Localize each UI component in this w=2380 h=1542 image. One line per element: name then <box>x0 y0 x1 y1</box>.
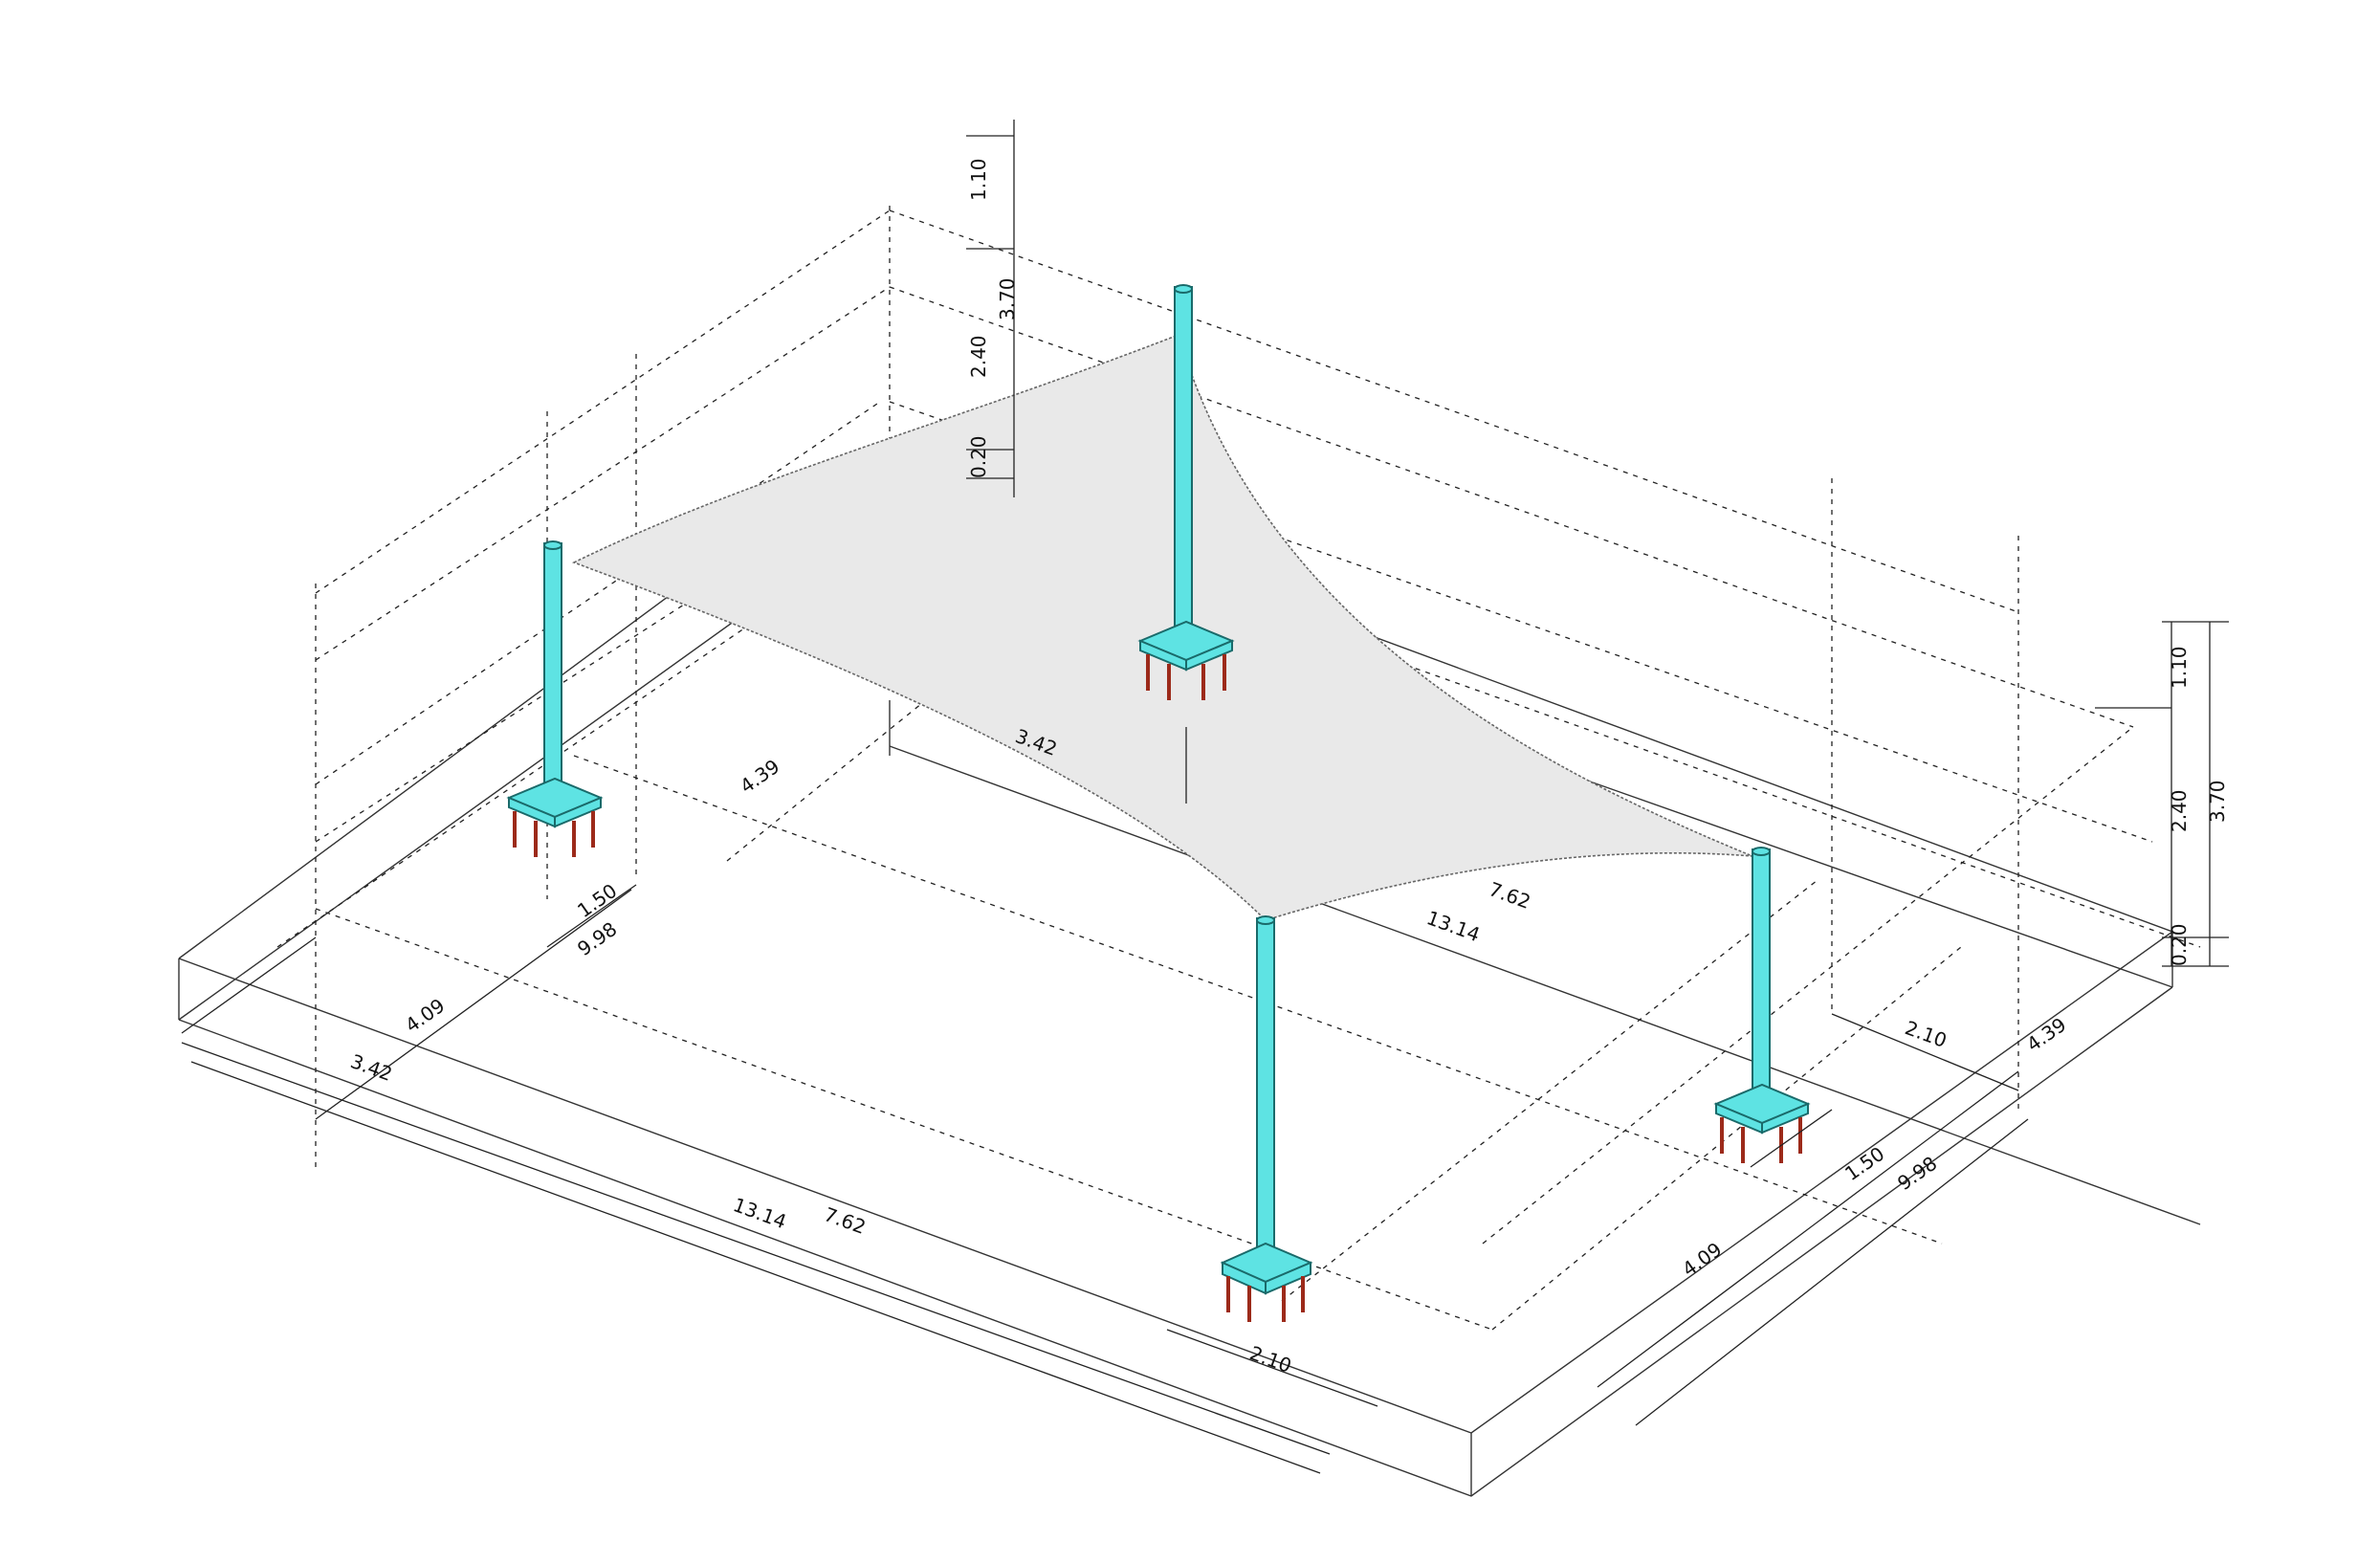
dim-line-front <box>190 1061 1321 1474</box>
dim-line-left <box>546 884 637 948</box>
dim-label: 13.14 <box>1423 906 1483 946</box>
dim-label: 0.20 <box>2168 923 2191 966</box>
dim-line-left <box>315 889 632 1120</box>
column-back <box>1137 284 1235 700</box>
column-shaft <box>1256 917 1275 1254</box>
dash-line <box>726 496 1178 862</box>
dim-line-right <box>1635 1118 2029 1426</box>
dash-line <box>315 286 891 661</box>
dim-label: 1.50 <box>1840 1142 1888 1185</box>
column-cap <box>1174 284 1193 294</box>
tensile-membrane <box>571 333 1753 921</box>
dim-label: 7.62 <box>821 1202 869 1239</box>
dim-label: 2.10 <box>1902 1016 1950 1052</box>
column-front <box>1220 915 1313 1322</box>
dim-line-front <box>1166 1329 1378 1407</box>
base-plate-side <box>1185 639 1233 672</box>
dim-label: 1.10 <box>2168 646 2191 689</box>
dim-label: 1.10 <box>967 158 990 201</box>
column-shaft <box>1174 286 1193 632</box>
dash-line <box>1491 946 1962 1331</box>
dim-label: 3.42 <box>347 1049 395 1086</box>
dimension-lines <box>181 120 2229 1474</box>
column-cap <box>1752 847 1771 856</box>
column-shaft <box>1752 848 1771 1090</box>
dim-label: 3.70 <box>2206 780 2229 823</box>
slab-bottom-outline <box>178 986 2173 1497</box>
base-plate-side <box>554 796 602 828</box>
dim-label: 13.14 <box>730 1193 789 1233</box>
column-cap <box>1256 915 1275 925</box>
column-right <box>1713 847 1811 1163</box>
dim-label: 2.40 <box>2168 789 2191 832</box>
dim-line-right <box>1831 1013 2019 1091</box>
dim-label: 1.50 <box>573 879 621 922</box>
dim-label: 4.09 <box>401 994 449 1037</box>
dim-label: 9.98 <box>1893 1152 1941 1195</box>
dash-line <box>315 908 1493 1331</box>
dim-line-front <box>181 1042 1331 1455</box>
dim-label: 4.09 <box>1678 1238 1726 1281</box>
ground-line-1 <box>889 745 2201 1225</box>
column-shaft <box>543 542 562 783</box>
base-plate-side <box>1761 1102 1809 1134</box>
base-plate-side <box>1265 1261 1311 1295</box>
dash-line <box>1281 879 1818 1302</box>
dim-label: 3.70 <box>996 277 1019 320</box>
dim-label: 0.20 <box>967 435 990 478</box>
dim-line-left <box>181 936 317 1034</box>
dim-line-right <box>1750 1109 1833 1168</box>
dim-label: 4.39 <box>736 755 783 798</box>
dash-line <box>1482 726 2134 1245</box>
dim-label: 2.10 <box>1246 1341 1294 1377</box>
dim-label: 7.62 <box>1486 877 1533 914</box>
dim-line-right <box>1597 1070 2019 1388</box>
dash-line <box>315 401 881 785</box>
dim-label: 2.40 <box>967 335 990 378</box>
column-cap <box>543 540 562 550</box>
column-left <box>506 540 604 857</box>
dim-label: 4.39 <box>2022 1013 2070 1056</box>
